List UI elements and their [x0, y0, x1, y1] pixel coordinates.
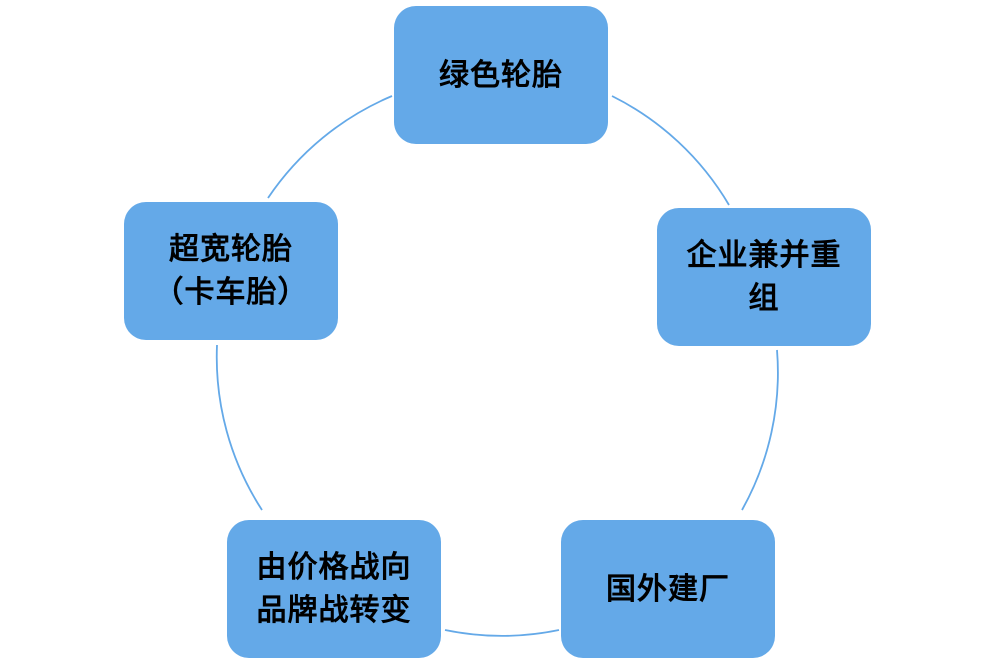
node-label: 超宽轮胎 （卡车胎）	[153, 232, 309, 310]
node-label: 企业兼并重 组	[686, 238, 842, 316]
connector-arc-2-3	[741, 349, 779, 511]
connector-arc-5-1	[267, 95, 393, 199]
connector-arc-4-5	[215, 344, 263, 511]
node-label: 由价格战向 品牌战转变	[256, 550, 412, 628]
node-label: 国外建厂	[606, 571, 730, 607]
cycle-node-mergers-reorganization: 企业兼并重 组	[657, 208, 871, 346]
node-label: 绿色轮胎	[439, 57, 563, 93]
connector-arc-3-4	[444, 629, 560, 637]
cycle-node-super-wide-tire: 超宽轮胎 （卡车胎）	[124, 202, 338, 340]
connector-arc-1-2	[611, 95, 730, 206]
cycle-node-overseas-plants: 国外建厂	[561, 520, 775, 658]
cycle-node-price-to-brand-war: 由价格战向 品牌战转变	[227, 520, 441, 658]
cycle-node-green-tire: 绿色轮胎	[394, 6, 608, 144]
